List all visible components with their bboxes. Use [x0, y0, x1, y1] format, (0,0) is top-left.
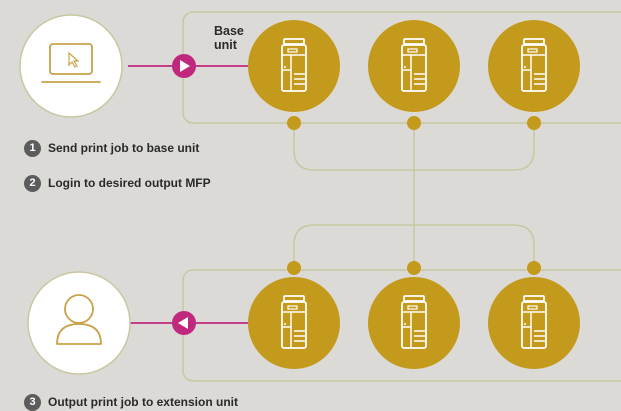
step-1: 1 Send print job to base unit [24, 139, 199, 157]
base-mfp-1 [248, 20, 340, 112]
step-text: Output print job to extension unit [48, 395, 238, 409]
laptop-icon [41, 43, 101, 83]
extension-mfp-2 [368, 277, 460, 369]
user-icon [56, 294, 102, 345]
step-text: Login to desired output MFP [48, 176, 211, 190]
step-2: 2 Login to desired output MFP [24, 174, 211, 192]
sender-circle [19, 14, 123, 118]
step-number-badge: 2 [24, 174, 41, 192]
base-unit-label-line1: Base [214, 24, 244, 38]
connector-dot [527, 116, 541, 130]
base-mfp-3 [488, 20, 580, 112]
base-mfp-2 [368, 20, 460, 112]
connector-dot [407, 116, 421, 130]
step-3: 3 Output print job to extension unit [24, 393, 238, 411]
extension-mfp-1 [248, 277, 340, 369]
base-unit-label-line2: unit [214, 38, 237, 52]
base-unit-label: Base unit [214, 24, 244, 52]
step-number-badge: 1 [24, 139, 41, 157]
step-number-badge: 3 [24, 393, 41, 411]
connector-dot [407, 261, 421, 275]
extension-mfp-3 [488, 277, 580, 369]
step-text: Send print job to base unit [48, 141, 200, 155]
connector-dot [287, 261, 301, 275]
connector-dot [287, 116, 301, 130]
connector-dot [527, 261, 541, 275]
